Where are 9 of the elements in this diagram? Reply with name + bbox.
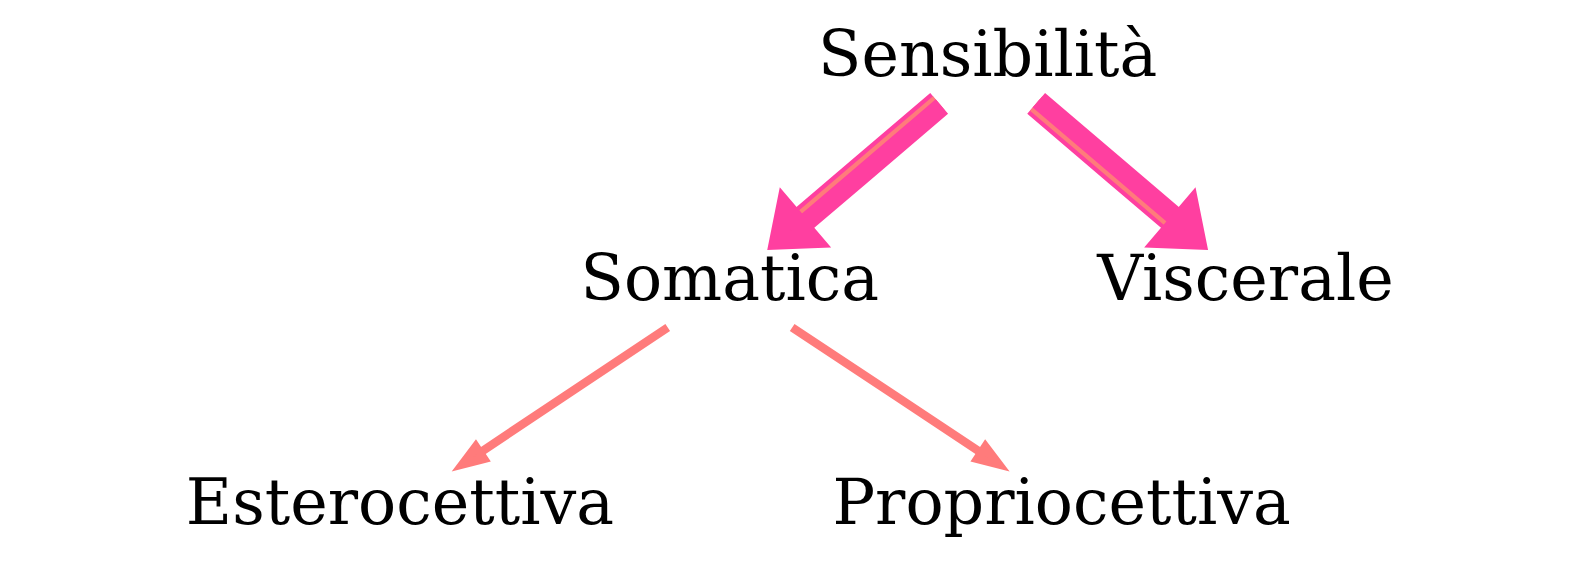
node-text: Viscerale: [1096, 240, 1394, 315]
node-text: Propriocettiva: [831, 464, 1291, 539]
node-text: Sensibilità: [817, 16, 1157, 91]
arrow: [766, 92, 948, 250]
arrow: [1026, 92, 1208, 250]
node-text: Esterocettiva: [185, 464, 614, 539]
arrow: [789, 323, 1010, 472]
arrow: [451, 323, 670, 472]
node-text: Somatica: [579, 240, 879, 315]
